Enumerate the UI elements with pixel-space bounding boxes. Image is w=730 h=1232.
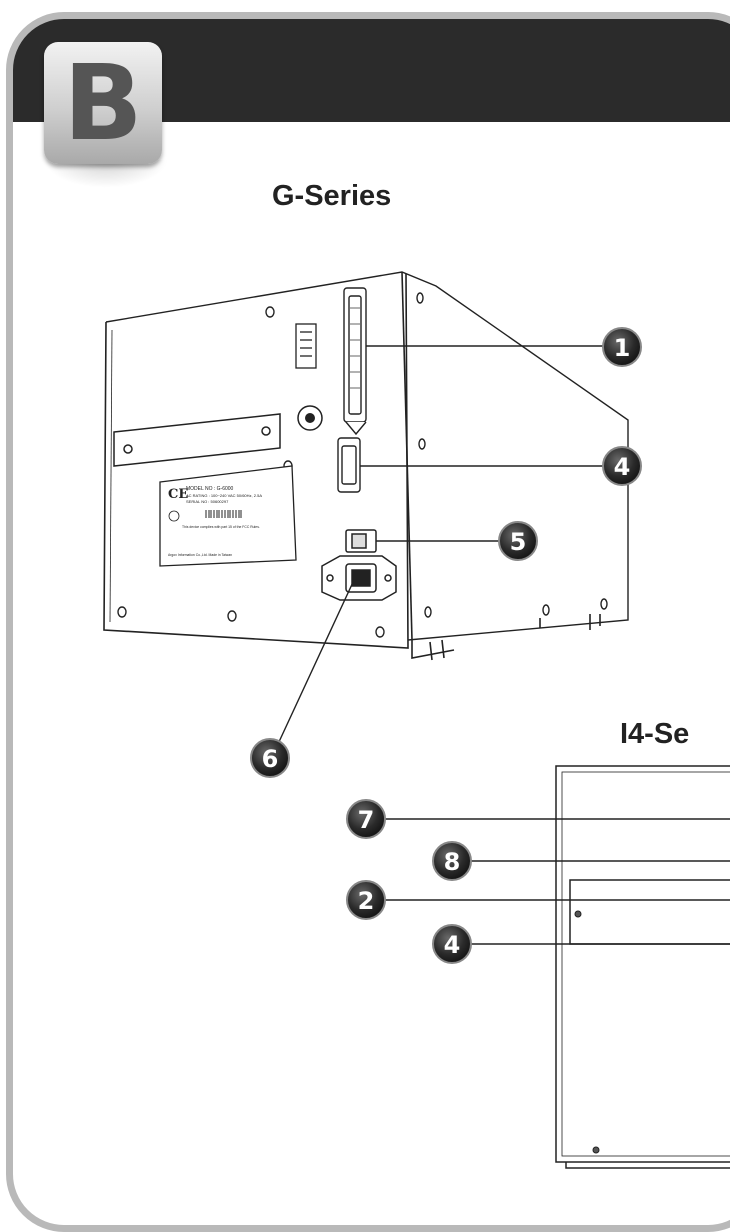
svg-text:8: 8: [444, 848, 461, 876]
callout-leaders: [277, 345, 730, 945]
printer-diagram: CE MODEL NO : G-6000 AC RATING : 100~240…: [103, 271, 730, 1169]
callout-i4-2: 2: [346, 880, 386, 920]
section-badge: [44, 42, 162, 164]
g-series-printer: [103, 271, 629, 661]
callout-g-1: 1: [602, 327, 642, 367]
ul-mark-icon: [168, 510, 180, 522]
rating-label: CE MODEL NO : G-6000 AC RATING : 100~240…: [159, 465, 297, 567]
svg-text:6: 6: [262, 745, 279, 773]
ps2-port: [297, 405, 323, 431]
callout-i4-8: 8: [432, 841, 472, 881]
g-series-title: G-Series: [272, 180, 392, 212]
svg-text:5: 5: [510, 528, 527, 556]
label-maker-line: Argox Information Co.,Ltd. Made in Taiwa…: [168, 553, 232, 557]
i4-series-printer: [555, 765, 730, 1169]
power-socket: [321, 555, 397, 601]
svg-text:7: 7: [358, 806, 375, 834]
callout-g-5: 5: [498, 521, 538, 561]
section-badge-letter: B: [63, 42, 143, 164]
i4-series-title: I4-Se: [620, 718, 690, 750]
label-rating-line: AC RATING : 100~240 VAC 50/60Hz, 2.5A: [186, 493, 262, 498]
label-serial-line: SERIAL NO : 50600297: [186, 499, 229, 504]
label-fcc-text: This device complies with part 15 of the…: [182, 525, 260, 529]
dip-switch: [295, 323, 317, 369]
callout-i4-4: 4: [432, 924, 472, 964]
svg-text:2: 2: [358, 887, 375, 915]
parallel-port: [343, 287, 367, 436]
expansion-plate: [113, 413, 281, 467]
callout-g-6: 6: [250, 738, 290, 778]
svg-text:1: 1: [614, 334, 631, 362]
svg-text:4: 4: [444, 931, 461, 959]
ce-mark: CE: [168, 487, 188, 502]
i4-screws: [574, 910, 600, 1154]
badge-shadow: [44, 160, 168, 188]
callout-i4-7: 7: [346, 799, 386, 839]
label-model-line: MODEL NO : G-6000: [186, 486, 234, 492]
power-switch: [345, 529, 377, 553]
serial-port: [337, 437, 361, 493]
label-barcode: [205, 510, 242, 518]
manual-page: B G-Series I4-Se: [6, 12, 730, 1232]
svg-text:4: 4: [614, 453, 631, 481]
callout-g-4: 4: [602, 446, 642, 486]
